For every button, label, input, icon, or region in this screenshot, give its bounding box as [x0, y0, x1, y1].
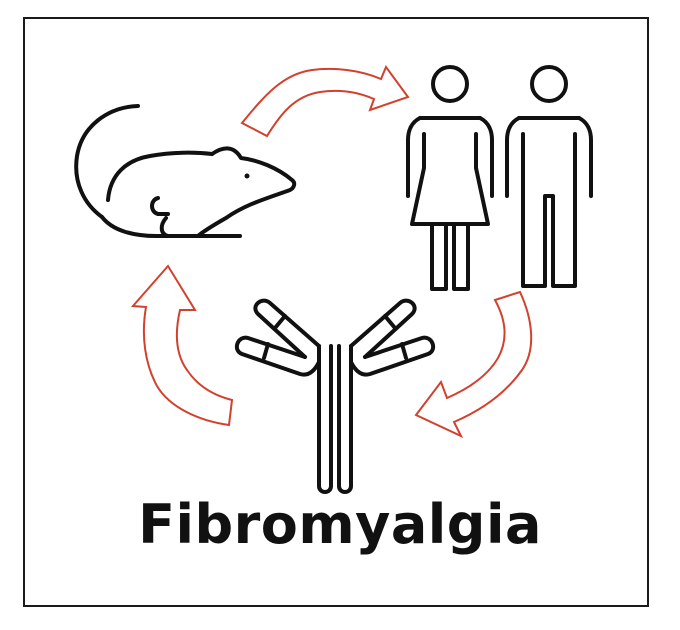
arrow-humans-to-antibody	[414, 290, 533, 439]
woman-icon	[406, 65, 494, 291]
arrow-antibody-to-mouse	[130, 264, 234, 427]
mouse-icon	[74, 104, 297, 238]
man-icon	[505, 65, 593, 288]
diagram-frame	[23, 17, 649, 607]
diagram-title: Fibromyalgia	[138, 493, 542, 556]
arrow-mouse-to-humans	[240, 64, 410, 138]
antibody-icon	[234, 298, 436, 494]
